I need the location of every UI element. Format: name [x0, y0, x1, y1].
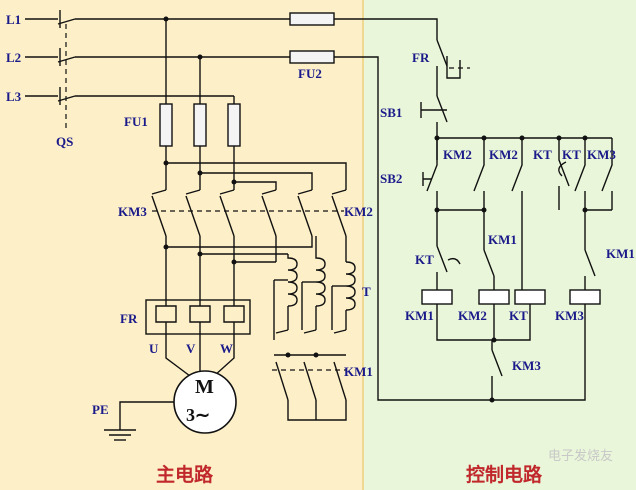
- label-fr-ctrl: FR: [412, 50, 430, 65]
- label-km3-bottom: KM3: [512, 358, 541, 373]
- label-u: U: [149, 341, 159, 356]
- label-sb1: SB1: [380, 105, 402, 120]
- label-km3-top: KM3: [587, 147, 616, 162]
- label-l3: L3: [6, 89, 22, 104]
- label-km2-b: KM2: [489, 147, 518, 162]
- label-coil-km1: KM1: [405, 308, 434, 323]
- label-fu2: FU2: [298, 66, 322, 81]
- watermark: 电子发烧友: [548, 448, 613, 464]
- label-fr-main: FR: [120, 311, 138, 326]
- label-km1-ctrl-mid: KM1: [488, 232, 517, 247]
- fu1-fuses: [159, 16, 241, 190]
- km3-main-contacts: [151, 189, 344, 237]
- label-kt-b: KT: [562, 147, 581, 162]
- panel-divider: [362, 0, 364, 490]
- qs-switch: [57, 10, 76, 130]
- label-t: T: [362, 284, 371, 299]
- label-coil-km2: KM2: [458, 308, 487, 323]
- control-circuit-panel: [364, 0, 636, 490]
- label-km2-main: KM2: [344, 204, 373, 219]
- label-v: V: [186, 341, 196, 356]
- bus-taps: [163, 160, 347, 190]
- main-wiring: [163, 236, 347, 300]
- label-qs: QS: [56, 134, 73, 149]
- label-coil-kt: KT: [509, 308, 528, 323]
- label-sb2: SB2: [380, 171, 402, 186]
- supply-lines: [25, 12, 492, 401]
- control-left-rail: [420, 39, 612, 141]
- label-l2: L2: [6, 50, 21, 65]
- fr-thermal-relay: [145, 299, 251, 336]
- label-km1-ctrl-right: KM1: [606, 246, 635, 261]
- km2-main-contacts: [261, 189, 347, 237]
- km1-main-contacts: [272, 329, 347, 421]
- caption-control-circuit: 控制电路: [466, 463, 543, 486]
- label-km2-a: KM2: [443, 147, 472, 162]
- caption-main-circuit: 主电路: [156, 463, 214, 486]
- label-l1: L1: [6, 12, 21, 27]
- label-pe: PE: [92, 402, 109, 417]
- motor: [104, 336, 237, 441]
- autotransformer-t: [273, 236, 356, 358]
- label-kt-a: KT: [533, 147, 552, 162]
- labels: L1 L2 L3 QS FU1 FU2 KM3 KM2 FR U V W T K…: [6, 12, 635, 486]
- label-motor-m: M: [195, 376, 214, 398]
- control-branches: [421, 67, 613, 403]
- label-motor-3: 3∼: [186, 405, 210, 425]
- label-kt-mid: KT: [415, 252, 434, 267]
- label-coil-km3: KM3: [555, 308, 584, 323]
- label-fu1: FU1: [124, 114, 148, 129]
- label-w: W: [220, 341, 233, 356]
- label-km3-main: KM3: [118, 204, 147, 219]
- label-km1-main: KM1: [344, 364, 373, 379]
